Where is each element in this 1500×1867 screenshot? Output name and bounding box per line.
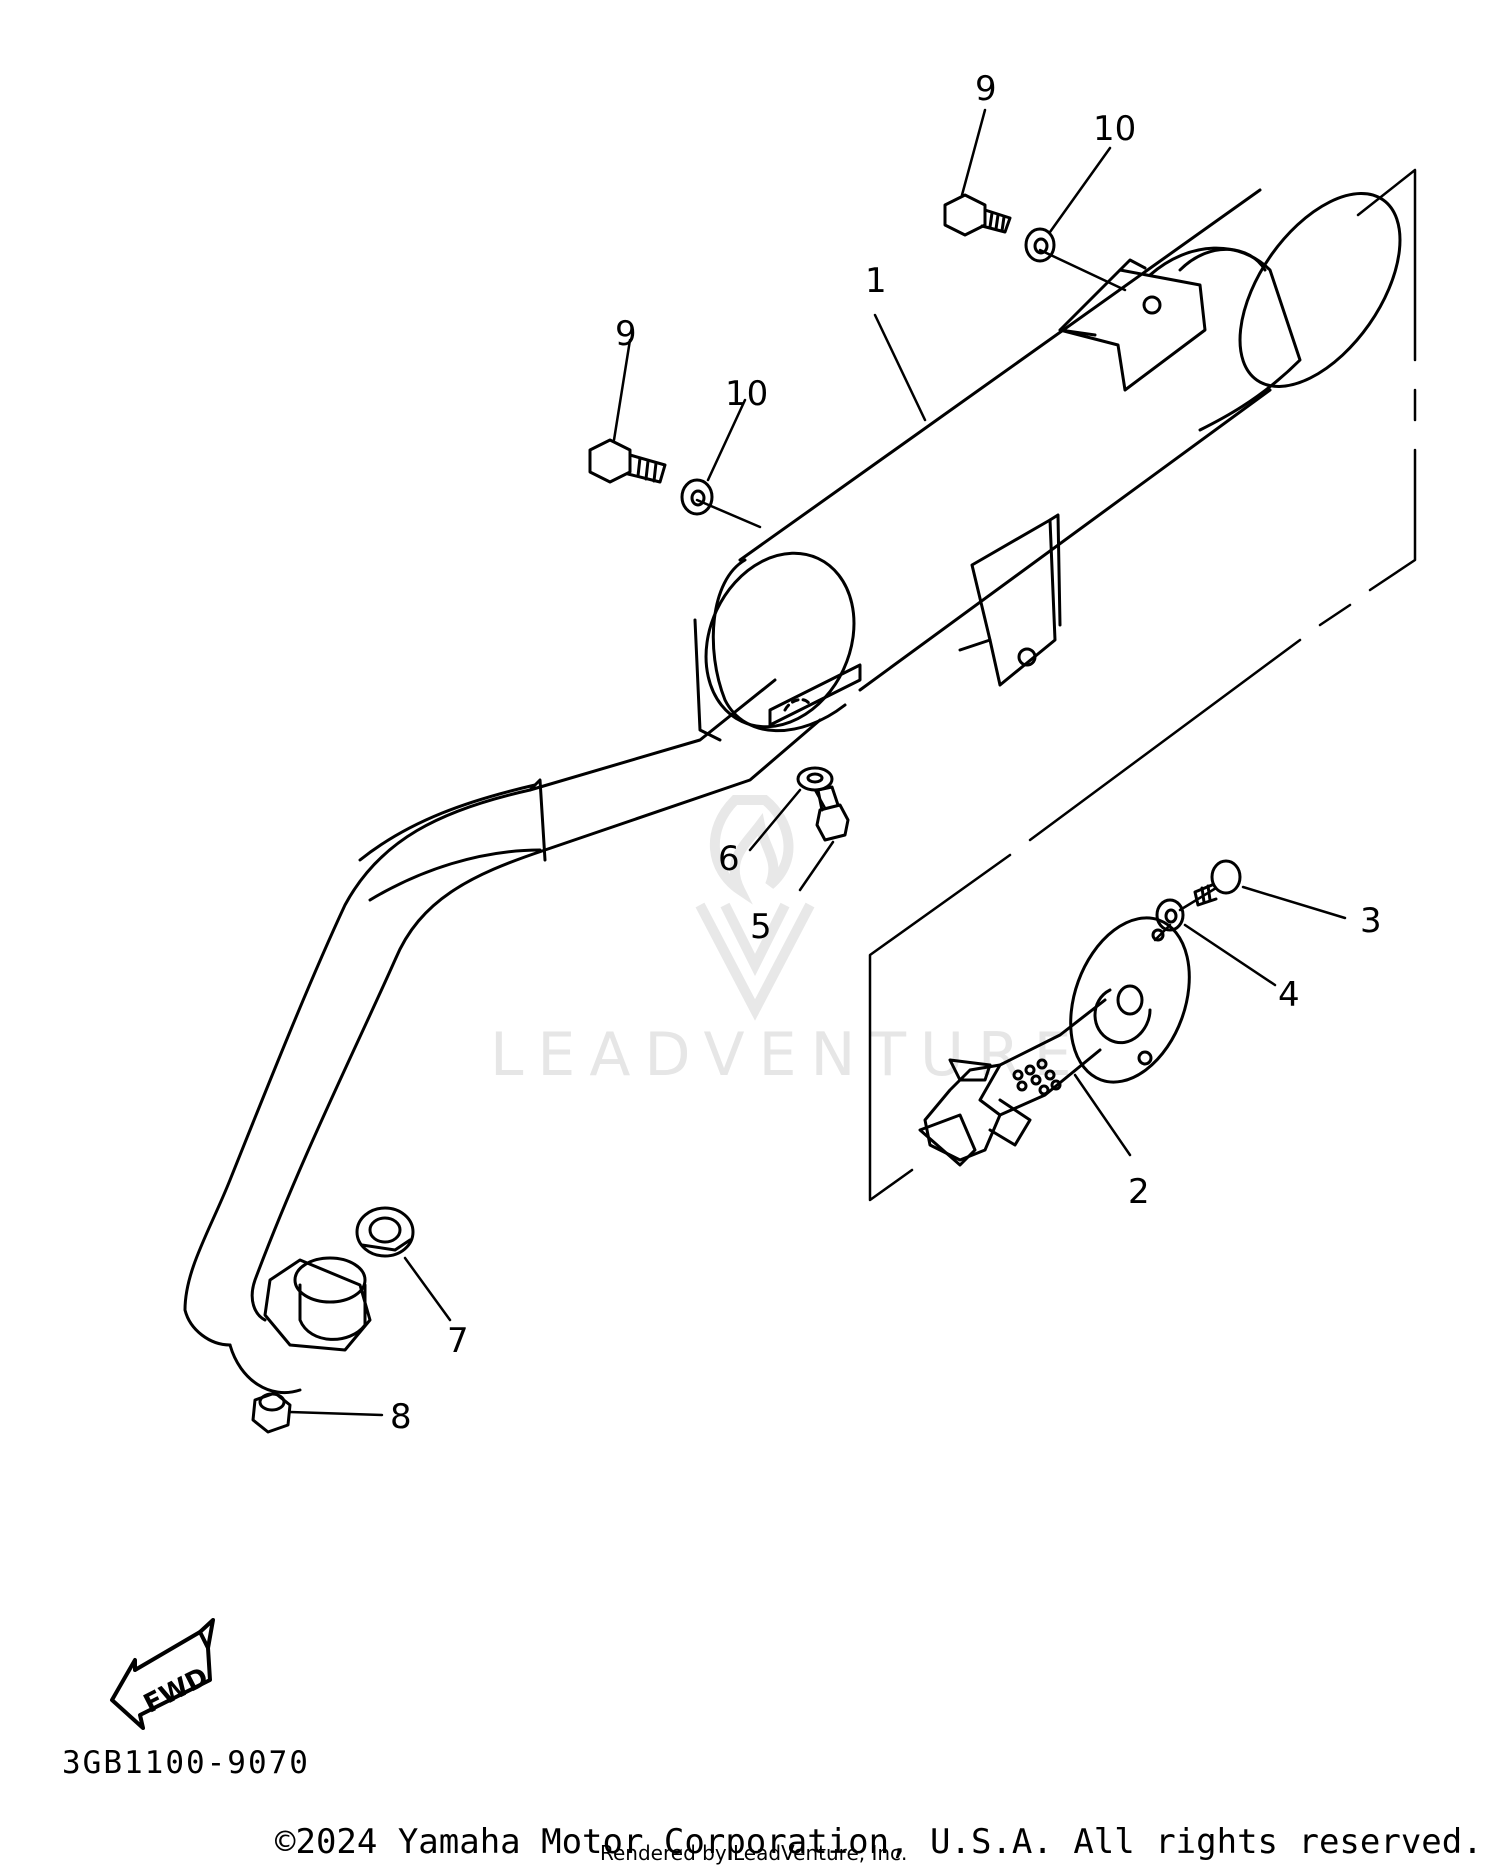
callout-2: 2 (1128, 1172, 1150, 1212)
watermark-logo (695, 795, 815, 1021)
callout-5: 5 (750, 907, 772, 947)
callout-10-lower: 10 (725, 374, 768, 414)
callout-7: 7 (447, 1321, 469, 1361)
lower-bracket (960, 515, 1060, 685)
washer-lower (682, 480, 712, 514)
washer-upper (1026, 229, 1054, 261)
pipe-flange (265, 1258, 370, 1350)
diagram-code: 3GB1100-9070 (62, 1745, 310, 1781)
callout-9-upper: 9 (975, 69, 997, 109)
reference-lines (697, 170, 1415, 1200)
flange-nut (253, 1393, 290, 1432)
callout-1: 1 (865, 261, 887, 301)
leader-lines (290, 110, 1345, 1415)
callout-4: 4 (1278, 975, 1300, 1015)
bolt-upper (945, 195, 1010, 235)
callout-6: 6 (718, 839, 740, 879)
copyright-notice: ©2024 Yamaha Motor Corporation, U.S.A. A… (275, 1822, 1483, 1862)
washer-4 (1157, 900, 1183, 930)
gasket (357, 1208, 413, 1256)
watermark: LEADVENTURE (490, 795, 1086, 1090)
bolt-lower (590, 440, 665, 482)
callout-3: 3 (1360, 901, 1382, 941)
callout-9-lower: 9 (615, 314, 637, 354)
bolt-5 (817, 787, 848, 840)
rendered-by: Rendered by LeadVenture, Inc. (600, 1841, 907, 1865)
fwd-label: FWD (139, 1662, 213, 1720)
spark-arrester (920, 901, 1211, 1165)
callout-labels: 1 2 3 4 5 6 7 8 9 9 10 10 (390, 69, 1382, 1437)
fwd-arrow (112, 1620, 213, 1728)
callout-10-upper: 10 (1093, 109, 1136, 149)
watermark-text: LEADVENTURE (490, 1020, 1086, 1090)
muffler-body (679, 165, 1433, 751)
callout-8: 8 (390, 1397, 412, 1437)
upper-bracket (1060, 260, 1205, 390)
screw-3 (1195, 861, 1240, 905)
exhaust-pipe (185, 665, 860, 1393)
